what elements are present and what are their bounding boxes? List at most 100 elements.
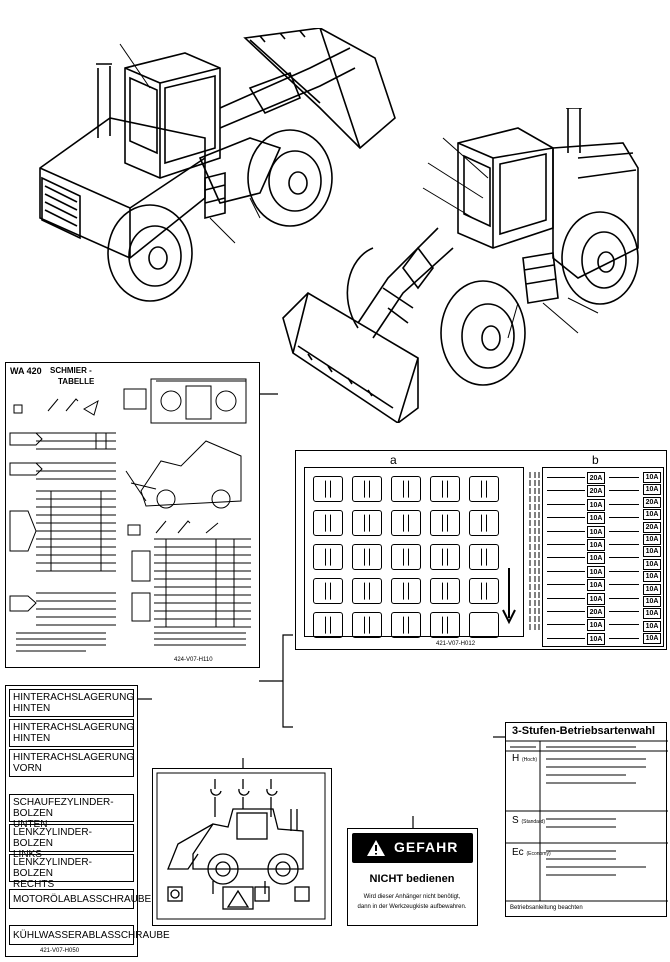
fuse-slot <box>352 578 382 604</box>
schmier-leader-line <box>260 393 278 395</box>
fuse-description-line <box>547 584 585 586</box>
fuse-description-line <box>547 530 585 532</box>
stufen-title: 3-Stufen-Betriebsartenwahl <box>512 725 656 737</box>
gefahr-subtitle: NICHT bedienen <box>369 873 455 885</box>
stufen-mode-ec-key: Ec <box>512 847 524 858</box>
fuse-slot <box>391 476 421 502</box>
fuse-slot <box>391 544 421 570</box>
fuse-slot <box>352 612 382 638</box>
label-lenkzylinder-rechts-line1: LENKZYLINDER-BOLZEN <box>13 857 92 879</box>
fuse-description-line <box>547 557 585 559</box>
label-lenkzylinder-rechts: LENKZYLINDER-BOLZEN RECHTS <box>9 854 134 890</box>
labels-part-no: 421-V07-H050 <box>40 948 80 954</box>
fuse-description-line <box>609 611 639 612</box>
label-hinterachs-2: HINTERACHSLAGERUNG HINTEN <box>9 719 134 747</box>
fuse-callout-b: b <box>592 453 599 467</box>
schmier-lubrication-chart <box>9 378 251 652</box>
fuse-description-line <box>609 570 639 572</box>
fuse-rating-right: 10A <box>643 472 661 483</box>
fuse-rating-right: 10A <box>643 546 661 558</box>
fuse-description-line <box>547 570 585 572</box>
fuse-callout-a: a <box>390 453 397 467</box>
fuse-description-line <box>547 624 585 626</box>
fuse-description-line <box>547 503 585 505</box>
fuse-bracket-leader <box>259 634 293 728</box>
gefahr-text-line1: Wird dieser Anhänger nicht benötigt, <box>363 894 461 900</box>
label-hinterachs-3: HINTERACHSLAGERUNG VORN <box>9 749 134 777</box>
gefahr-tag-panel: GEFAHR NICHT bedienen Wird dieser Anhäng… <box>347 828 478 926</box>
label-lenkzylinder-links: LENKZYLINDER-BOLZEN LINKS <box>9 824 134 860</box>
fuse-rating-left: 10A <box>587 539 605 551</box>
label-hinterachs-3-line1: HINTERACHSLAGERUNG <box>13 752 135 763</box>
fuse-part-no: 421-V07-H012 <box>436 641 476 647</box>
stufen-mode-h-sub: (Hoch) <box>522 757 538 763</box>
fuse-rating-right: 10A <box>643 509 661 521</box>
labels-leader-line <box>138 698 152 700</box>
label-motoroel: MOTORÖLABLASSCHRAUBE <box>9 889 151 909</box>
fuse-rating-right: 10A <box>643 620 661 632</box>
fuse-slot <box>430 612 460 638</box>
fuse-slot <box>352 476 382 502</box>
gefahr-text-line2: dann in der Werkzeugkiste aufbewahren. <box>357 904 467 910</box>
fuse-rating-right: 10A <box>643 534 661 545</box>
wheel-loader-front-view-illustration <box>282 108 639 423</box>
fuse-description-line <box>547 477 585 478</box>
stufen-mode-s-sub: (Standard) <box>521 819 546 825</box>
fuse-rating-left: 10A <box>587 579 605 592</box>
gefahr-leader-line <box>412 816 414 828</box>
schmier-tabelle-panel: WA 420 SCHMIER - TABELLE <box>5 362 260 668</box>
fuse-description-line <box>547 544 585 545</box>
decal-leader-line <box>242 758 244 768</box>
fuse-rating-right: 10A <box>643 608 661 620</box>
fuse-rating-left: 10A <box>587 525 605 538</box>
sticker-labels-panel: HINTERACHSLAGERUNG HINTEN HINTERACHSLAGE… <box>5 685 170 957</box>
fuse-rating-right: 20A <box>643 521 661 533</box>
schmier-part-no: 424-V07-H110 <box>174 657 213 663</box>
schmier-title-line2: TABELLE <box>58 377 95 386</box>
stufen-footer: Betriebsanleitung beachten <box>510 905 583 911</box>
fuse-slot <box>313 510 343 536</box>
fuse-description-line <box>547 517 585 519</box>
fuse-description-line <box>609 490 639 492</box>
arrow-down-icon <box>502 568 516 625</box>
fuse-rating-right: 10A <box>643 558 661 570</box>
fuse-rating-left: 10A <box>587 619 605 632</box>
decal-diagram-panel <box>152 768 332 926</box>
fuse-description-line <box>609 637 639 639</box>
gefahr-header: GEFAHR <box>352 833 473 863</box>
fuse-description-line <box>609 624 639 626</box>
stufen-mode-s-key: S <box>512 815 519 826</box>
fuse-description-line <box>609 544 639 545</box>
fuse-description-line <box>609 530 639 532</box>
fuse-slot <box>469 612 499 638</box>
label-hinterachs-1-line1: HINTERACHSLAGERUNG <box>13 692 135 703</box>
stufen-panel: 3-Stufen-Betriebsartenwahl H (Hoch) S (S… <box>505 722 668 917</box>
fuse-rating-left: 10A <box>587 592 605 605</box>
fuse-slot <box>430 476 460 502</box>
schmier-title-line1: SCHMIER - <box>50 366 92 375</box>
fuse-slot <box>391 612 421 638</box>
fuse-rating-left: 10A <box>587 512 605 525</box>
fuse-slot <box>469 578 499 604</box>
gefahr-title: GEFAHR <box>394 839 459 855</box>
fuse-slot <box>313 612 343 638</box>
fuse-description-line <box>609 584 639 586</box>
fuse-rating-left: 20A <box>587 472 605 484</box>
fuse-rating-left: 20A <box>587 485 605 498</box>
wheel-loader-rear-view-illustration <box>39 28 396 302</box>
label-hinterachs-1: HINTERACHSLAGERUNG HINTEN <box>9 689 134 717</box>
fuse-description-line <box>609 597 639 599</box>
fuse-slot <box>391 578 421 604</box>
fuse-rating-left: 10A <box>587 632 605 645</box>
stufen-mode-ec-sub: (Economy) <box>526 851 551 857</box>
label-schaufezylinder-line1: SCHAUFEZYLINDER-BOLZEN <box>13 797 114 819</box>
label-lenkzylinder-rechts-line2: RECHTS <box>13 879 55 890</box>
fuse-description-line <box>547 597 585 599</box>
fuse-slot <box>313 544 343 570</box>
stufen-mode-s: S (Standard) <box>512 815 545 826</box>
fuse-description-line <box>547 490 585 492</box>
fuse-rating-right: 10A <box>643 596 661 607</box>
fuse-rating-left: 10A <box>587 498 605 511</box>
